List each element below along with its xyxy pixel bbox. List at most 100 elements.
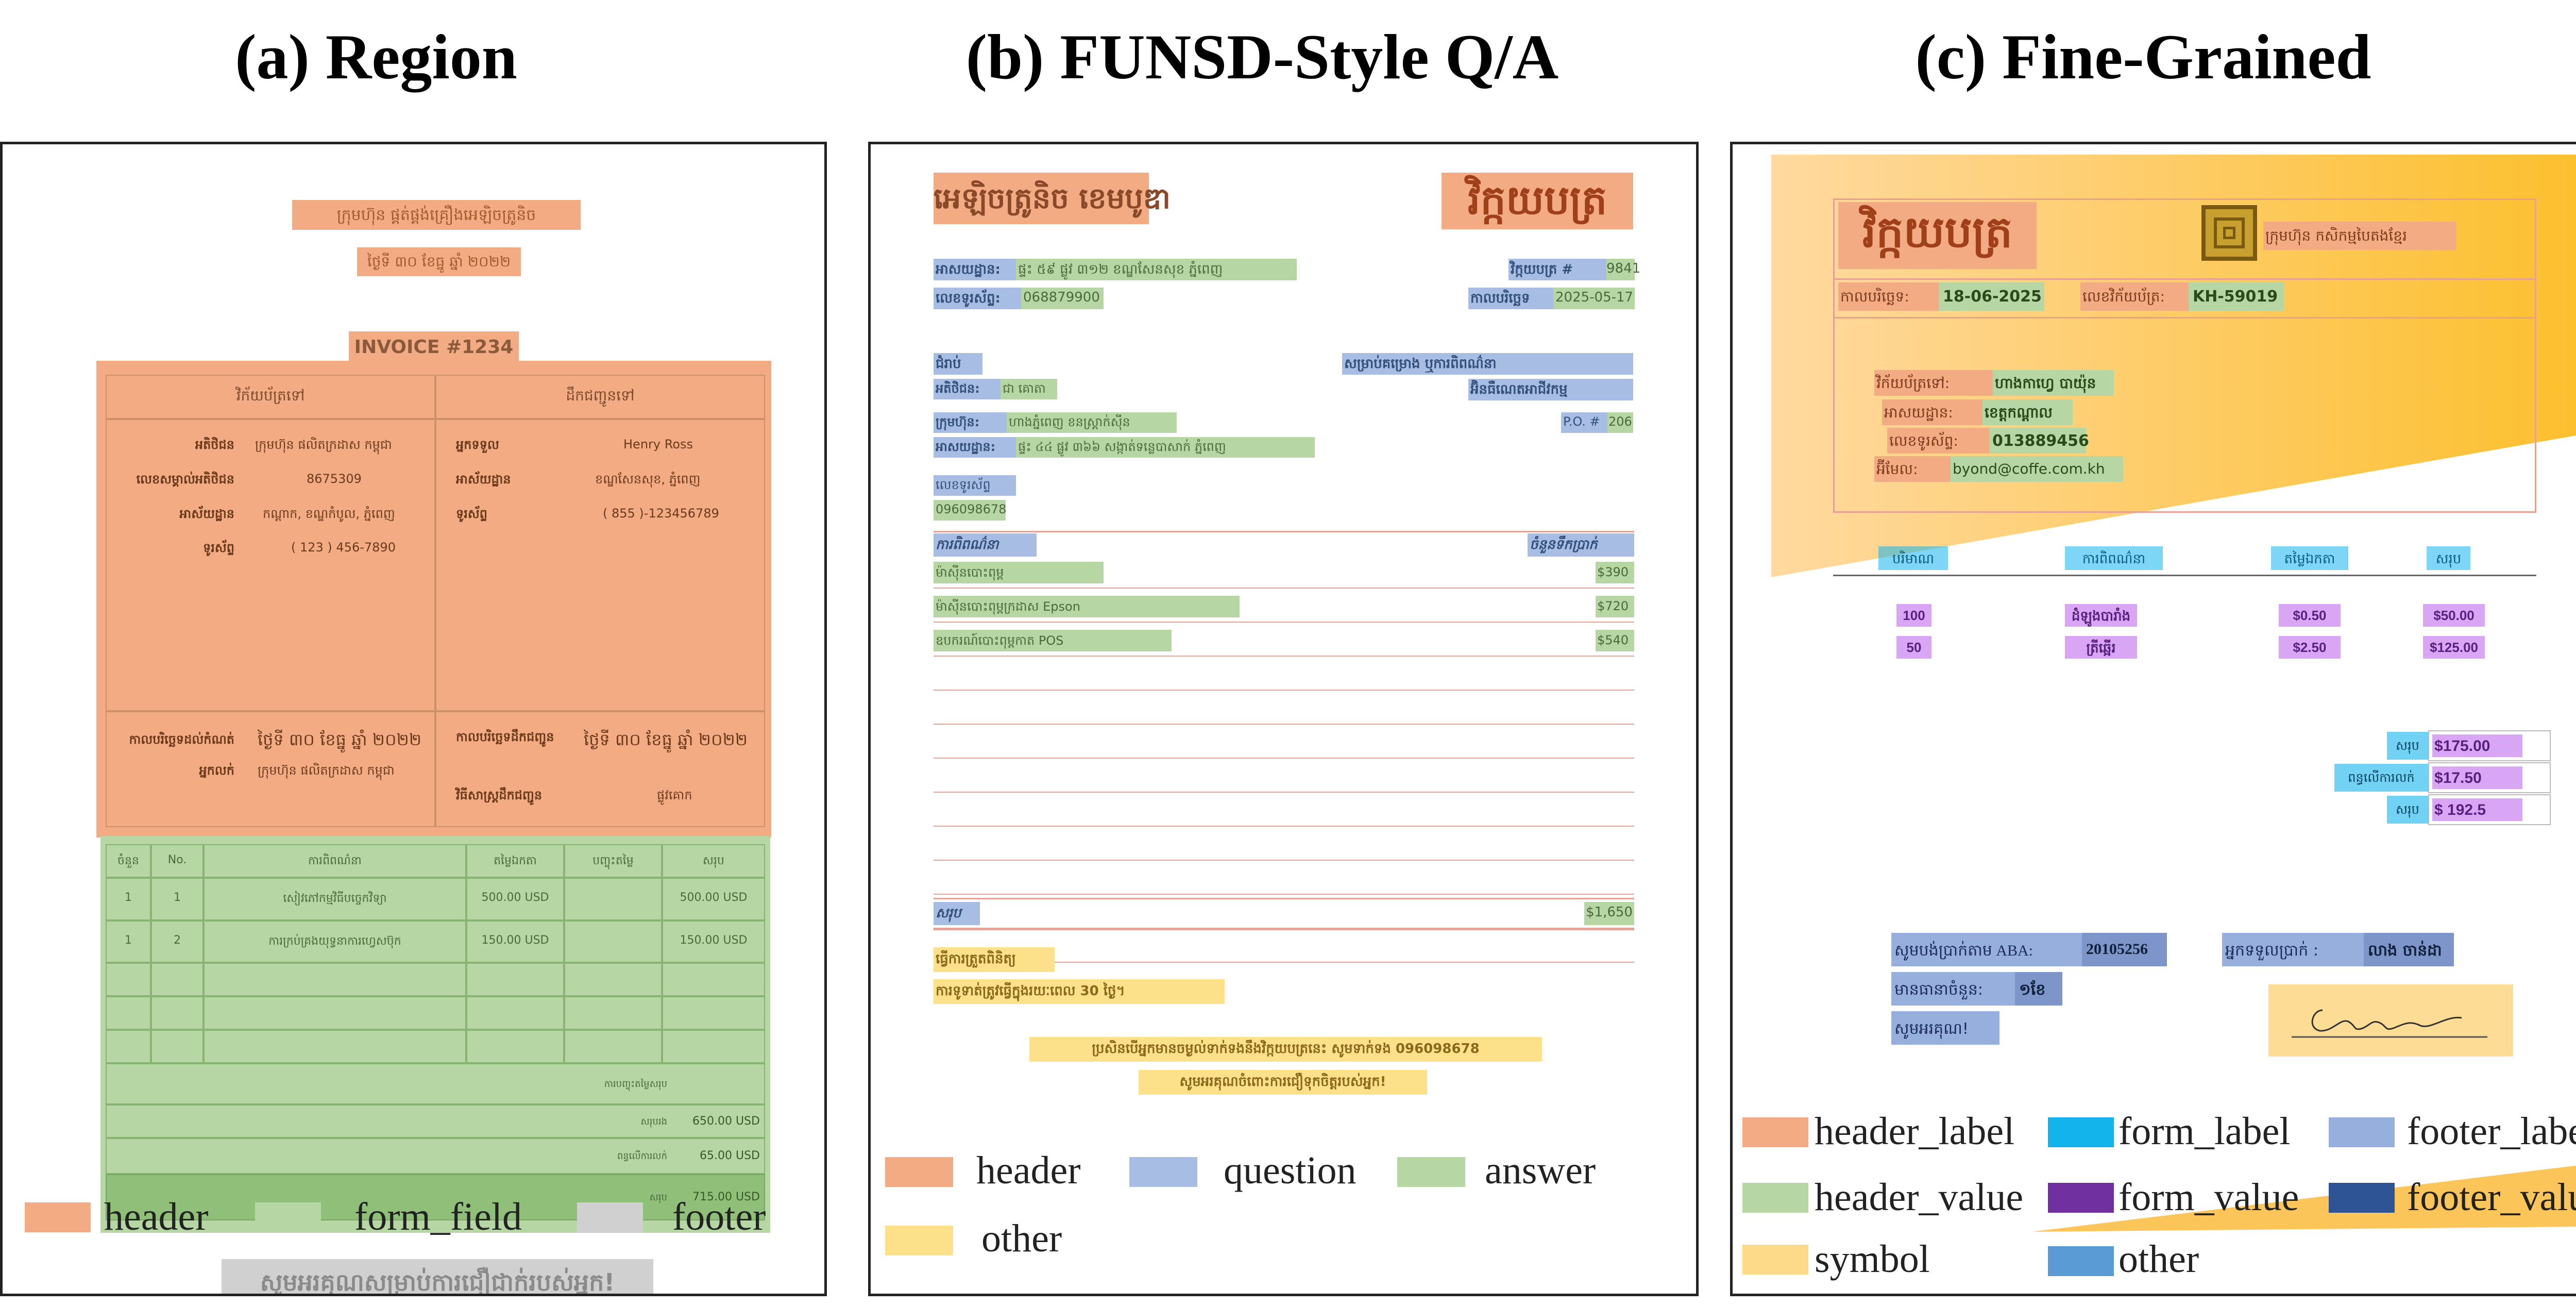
note-check: ធ្វើការត្រួតពិនិត្យ bbox=[936, 951, 1016, 967]
legend-swatch-form-label bbox=[2048, 1117, 2114, 1147]
row-line bbox=[934, 690, 1634, 691]
totals-row bbox=[106, 1104, 765, 1138]
table-grid-cell bbox=[106, 844, 151, 878]
left-key: ទូរស័ព្ទ bbox=[203, 541, 234, 555]
left-value: កណ្តាក, ខណ្ឌកំបូល, ភ្នំពេញ bbox=[263, 507, 395, 521]
table-row-cell: 500.00 USD bbox=[680, 891, 748, 904]
table-header-cell: ចំនួន bbox=[117, 855, 139, 867]
payment-value: 20105256 bbox=[2086, 941, 2148, 958]
table-grid-cell bbox=[564, 996, 662, 1030]
legend-swatch-header bbox=[885, 1157, 953, 1187]
table-row-cell: $0.50 bbox=[2293, 608, 2327, 623]
legend-label-question: question bbox=[1224, 1149, 1357, 1192]
left-key: អាស័យដ្ឋាន bbox=[179, 507, 234, 521]
total-answer: $1,650 bbox=[1586, 905, 1633, 920]
totals-label: ពន្ធលើការលក់ bbox=[617, 1151, 667, 1162]
summary-value: $175.00 bbox=[2434, 738, 2490, 755]
summary-cell bbox=[2428, 794, 2551, 825]
legend-label-header: header bbox=[976, 1149, 1081, 1192]
item-amount-highlight bbox=[1596, 630, 1634, 651]
summary-value-highlight bbox=[2432, 766, 2522, 789]
item-description: ឧបករណ៍បោះពុម្ពកាត POS bbox=[936, 633, 1064, 648]
item-description: ម៉ាស៊ីនបោះពុម្ព bbox=[936, 565, 1004, 580]
customer-phone-question: លេខទូរស័ព្ទ bbox=[936, 478, 991, 492]
legend-label-form-label: form_label bbox=[2119, 1110, 2291, 1153]
table-row-cell: 150.00 USD bbox=[481, 934, 549, 947]
summary-label-highlight bbox=[2387, 732, 2428, 760]
legend-label-symbol: symbol bbox=[1815, 1237, 1930, 1281]
legend-swatch-footer-value bbox=[2329, 1183, 2395, 1213]
table-grid-cell bbox=[564, 844, 662, 878]
table-grid-cell bbox=[466, 963, 564, 996]
legend-label-header: header bbox=[104, 1195, 209, 1238]
summary-label: ពន្ធលើការលក់ bbox=[2348, 771, 2415, 785]
header-region bbox=[292, 200, 581, 230]
summary-value-highlight bbox=[2432, 734, 2522, 757]
legend-label-form-field: form_field bbox=[354, 1195, 522, 1238]
phone-answer: 068879900 bbox=[1023, 290, 1100, 305]
row-line bbox=[934, 928, 1634, 929]
to-question: ជំរាប់ bbox=[936, 356, 961, 372]
table-grid-cell bbox=[466, 920, 564, 963]
table-grid-cell bbox=[151, 920, 204, 963]
company-name: ក្រុមហ៊ុន កសិកម្មបៃតងខ្មែរ bbox=[2265, 227, 2407, 244]
warranty-label: មានធានាចំនួន: bbox=[1894, 981, 1983, 999]
table-row-cell: ត្រីឆ្អើរ bbox=[2086, 640, 2116, 656]
address-label: អាសយដ្ឋាន: bbox=[1884, 404, 1953, 421]
right-value: ខណ្ឌសែនសុខ, ភ្នំពេញ bbox=[595, 472, 701, 487]
table-grid-cell bbox=[662, 920, 765, 963]
item-description-highlight bbox=[934, 596, 1240, 617]
item-amount-highlight bbox=[1596, 596, 1634, 617]
column-header: ការពិពណ៌នា bbox=[2082, 551, 2146, 567]
column-header-highlight bbox=[1878, 546, 1948, 570]
header-info-block bbox=[96, 361, 771, 838]
bill-to-value: ហាងកាហ្វេ បាយ៉ុន bbox=[1995, 375, 2096, 392]
header-region bbox=[349, 331, 519, 363]
totals-row bbox=[106, 1138, 765, 1174]
project-answer: អ៊ិនធឺណេតអាជីវកម្ម bbox=[1470, 382, 1568, 397]
warranty-value: ១ខែ bbox=[2019, 981, 2046, 999]
table-grid-cell bbox=[466, 996, 564, 1030]
signature-box bbox=[2268, 984, 2513, 1057]
summary-cell bbox=[2428, 762, 2551, 793]
summary-cell bbox=[2428, 730, 2551, 761]
panel-b-document: អេឡិចត្រូនិច ខេមបូឌា វិក្កយបត្រ អាសយដ្ឋា… bbox=[868, 142, 1699, 1296]
row-line bbox=[934, 656, 1634, 657]
table-grid-cell bbox=[204, 844, 466, 878]
table-grid-cell bbox=[466, 1030, 564, 1063]
legend-swatch-symbol bbox=[1742, 1245, 1808, 1275]
cell-highlight bbox=[2279, 636, 2341, 659]
totals-label: សរុបរង bbox=[640, 1116, 667, 1127]
phone-value: 013889456 bbox=[1992, 432, 2089, 450]
row-line bbox=[934, 860, 1634, 861]
summary-label: សរុប bbox=[2396, 739, 2419, 753]
table-grid-cell bbox=[662, 844, 765, 878]
address-value: ខេត្តកណ្ដាល bbox=[1985, 404, 2053, 421]
legend-swatch-footer-label bbox=[2329, 1117, 2395, 1147]
table-row-cell: $50.00 bbox=[2433, 608, 2475, 623]
panel-a-title: (a) Region bbox=[235, 22, 517, 92]
ship-method-value: ផ្លូវគោក bbox=[657, 788, 692, 802]
legend-swatch-header-label bbox=[1742, 1117, 1808, 1147]
column-header-highlight bbox=[2427, 546, 2470, 570]
panel-a-document: ក្រុមហ៊ុន ផ្គត់ផ្គង់គ្រឿងអេឡិចត្រូនិច ថ្… bbox=[0, 142, 827, 1296]
table-grid-cell bbox=[106, 963, 151, 996]
footer-region bbox=[222, 1259, 653, 1294]
due-date-value: ថ្ងៃទី ៣០ ខែធ្នូ ឆ្នាំ ២០២២ bbox=[258, 730, 422, 749]
legend-swatch-question bbox=[1129, 1157, 1197, 1187]
legend-label-footer-value: footer_value bbox=[2407, 1176, 2576, 1219]
item-amount: $390 bbox=[1597, 565, 1629, 579]
table-grid-cell bbox=[151, 996, 204, 1030]
table-grid-cell bbox=[466, 844, 564, 878]
summary-value: $17.50 bbox=[2434, 769, 2482, 786]
right-key: ទូរស័ព្ទ bbox=[456, 507, 487, 521]
cell-highlight bbox=[2423, 636, 2485, 659]
column-header: តម្លៃឯកតា bbox=[2284, 551, 2335, 567]
table-header-cell: តម្លៃឯកតា bbox=[494, 855, 537, 867]
customer-answer: ជា គោតា bbox=[1003, 381, 1046, 396]
invoice-title: INVOICE #1234 bbox=[354, 337, 514, 358]
table-grid-cell bbox=[204, 1030, 466, 1063]
invoice-number-value: KH-59019 bbox=[2193, 288, 2278, 306]
